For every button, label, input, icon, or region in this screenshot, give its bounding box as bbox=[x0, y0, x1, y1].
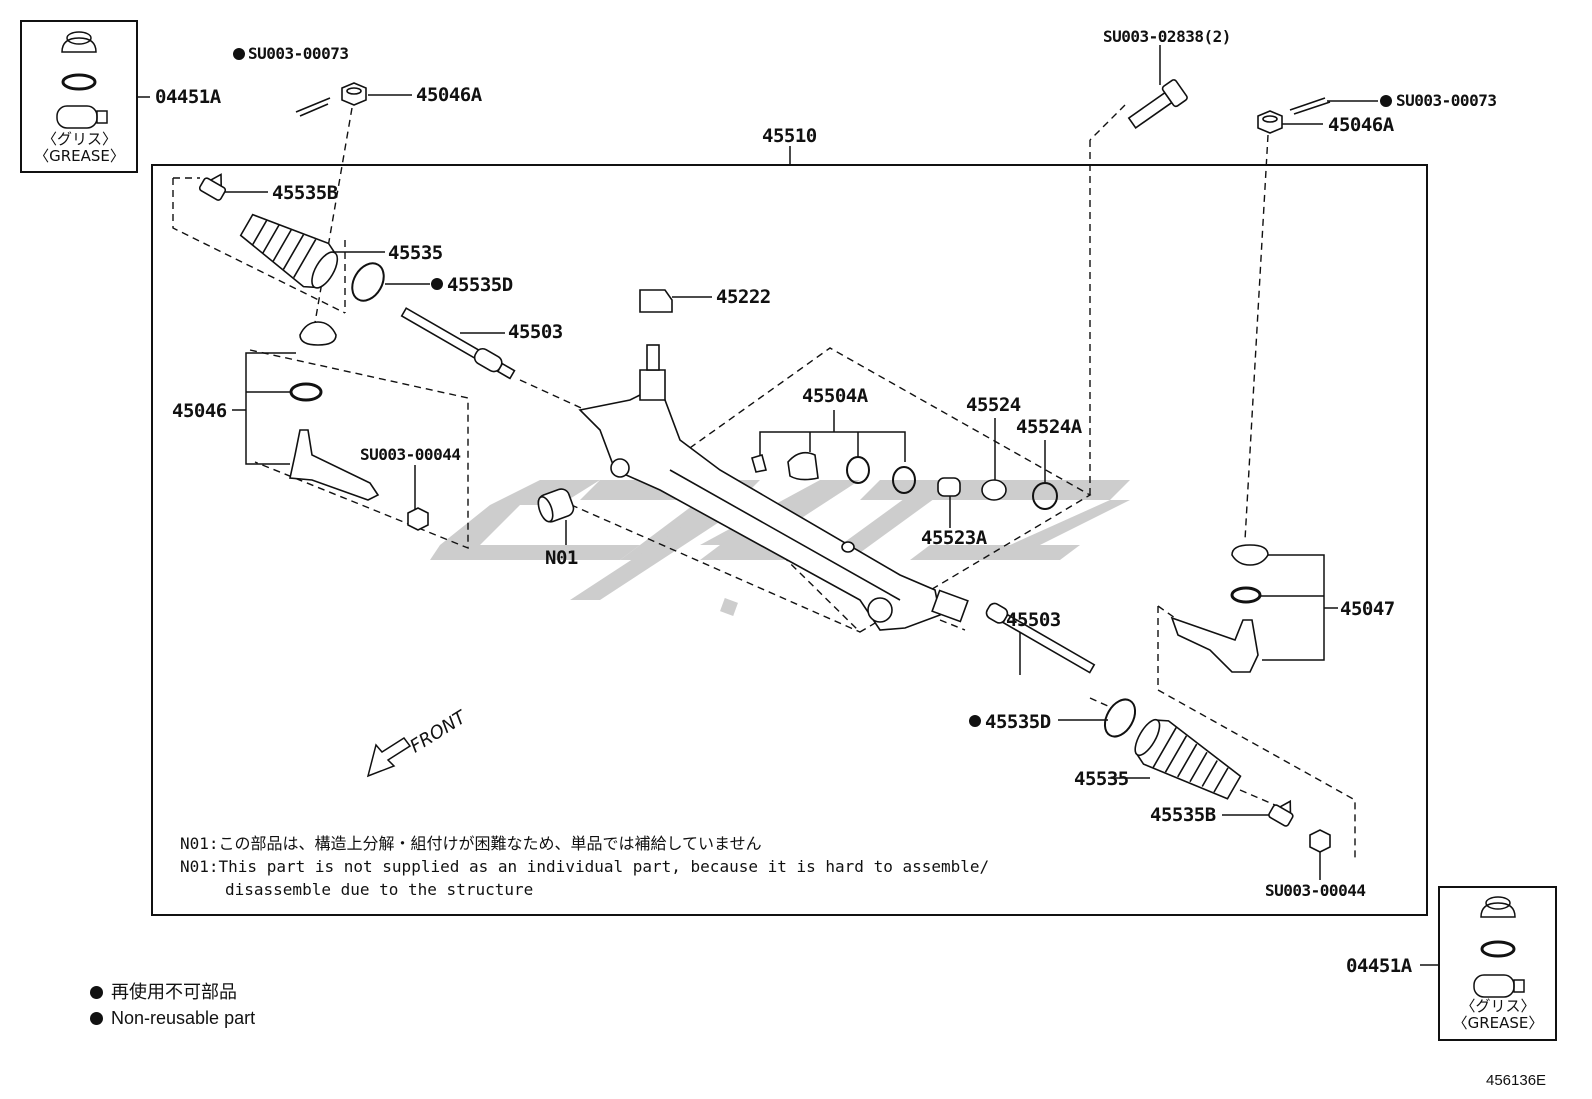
label-boot-right: 45535 bbox=[1074, 768, 1129, 790]
label-tie-rod-end-left: 45046 bbox=[172, 400, 227, 422]
grease-en-right: 〈GREASE〉 bbox=[1452, 1014, 1544, 1033]
label-nut-part-right: SU003-00073 bbox=[1396, 91, 1497, 110]
grease-jp-left: 〈グリス〉 bbox=[41, 130, 117, 148]
label-clamp-b-right: 45535B bbox=[1150, 804, 1216, 826]
label-bolt-part: SU003-02838(2) bbox=[1103, 27, 1231, 46]
label-nut-right: 45046A bbox=[1328, 114, 1394, 136]
legend-en-text: Non-reusable part bbox=[111, 1008, 256, 1028]
grease-label-left: 〈グリス〉 〈GREASE〉 bbox=[22, 130, 137, 166]
front-arrow bbox=[366, 736, 412, 778]
legend-jp: 再使用不可部品 bbox=[90, 983, 237, 1001]
legend-en: Non-reusable part bbox=[90, 1009, 255, 1027]
label-n01: N01 bbox=[545, 547, 578, 569]
label-bushing-a: 45524A bbox=[1016, 416, 1082, 438]
label-clamp-d-right: 45535D bbox=[985, 711, 1051, 733]
bullet-icon bbox=[90, 1012, 103, 1025]
note-en-line1: N01:This part is not supplied as an indi… bbox=[180, 857, 990, 876]
label-valve: 45222 bbox=[716, 286, 771, 308]
label-tie-rod-right: 45503 bbox=[1006, 609, 1061, 631]
dashed-guides bbox=[172, 104, 1356, 860]
grease-kit-right bbox=[1420, 886, 1557, 1041]
label-tie-rod-end-right: 45047 bbox=[1340, 598, 1395, 620]
non-reusable-markers bbox=[233, 48, 1392, 727]
label-stopper: 45523A bbox=[921, 527, 987, 549]
label-kit-right: 04451A bbox=[1346, 955, 1412, 977]
label-nut-part-tre-left: SU003-00044 bbox=[360, 445, 461, 464]
label-kit-left: 04451A bbox=[155, 86, 221, 108]
label-nut-part-tre-right: SU003-00044 bbox=[1265, 881, 1366, 900]
grease-jp-right: 〈グリス〉 bbox=[1460, 997, 1536, 1015]
label-clamp-b-left: 45535B bbox=[272, 182, 338, 204]
grease-label-right: 〈グリス〉 〈GREASE〉 bbox=[1440, 997, 1556, 1033]
figure-id: 456136E bbox=[1486, 1072, 1547, 1089]
label-assembly: 45510 bbox=[762, 125, 817, 147]
note-en-line2: disassemble due to the structure bbox=[225, 880, 534, 899]
legend-jp-text: 再使用不可部品 bbox=[111, 982, 237, 1002]
grease-kit-left bbox=[20, 20, 150, 173]
leader-lines bbox=[224, 45, 1378, 880]
note-jp: N01:この部品は、構造上分解・組付けが困難なため、単品では補給していません bbox=[180, 834, 762, 853]
parts bbox=[198, 79, 1331, 853]
label-repair-kit: 45504A bbox=[802, 385, 868, 407]
label-tie-rod-left: 45503 bbox=[508, 321, 563, 343]
label-clamp-d-left: 45535D bbox=[447, 274, 513, 296]
label-bushing: 45524 bbox=[966, 394, 1021, 416]
grease-en-left: 〈GREASE〉 bbox=[34, 147, 125, 166]
bullet-icon bbox=[90, 986, 103, 999]
label-boot-left: 45535 bbox=[388, 242, 443, 264]
label-nut-left: 45046A bbox=[416, 84, 482, 106]
label-nut-part-left: SU003-00073 bbox=[248, 44, 349, 63]
